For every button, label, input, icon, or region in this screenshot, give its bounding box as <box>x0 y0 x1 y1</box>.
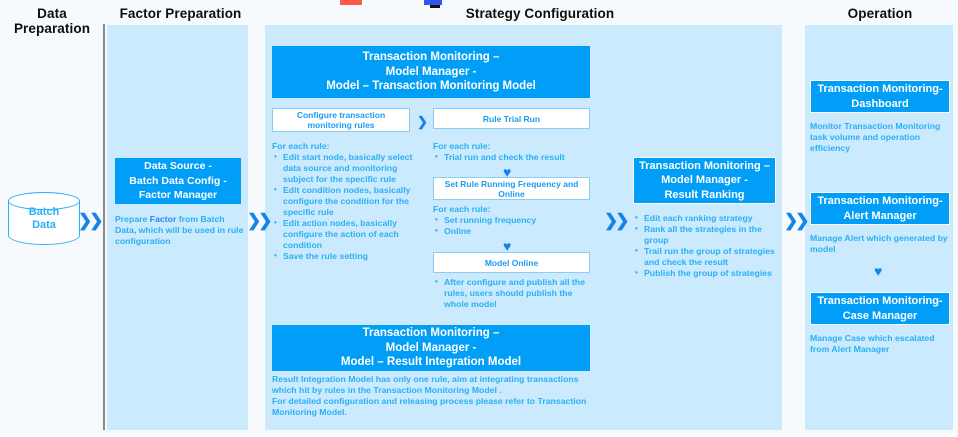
strategy-right-list-1: For each rule: Trial run and check the r… <box>433 141 593 163</box>
column-heading-data-preparation: Data Preparation <box>13 6 91 36</box>
list-item: Edit condition nodes, basically configur… <box>272 184 414 218</box>
list-item: Edit action nodes, basically configure t… <box>272 217 414 251</box>
factor-preparation-description: Prepare Factor from Batch Data, which wi… <box>115 214 245 247</box>
result-ranking-header[interactable]: Transaction Monitoring – Model Manager -… <box>633 157 776 204</box>
arrow-configure-to-trial-icon: ❯ <box>417 114 428 129</box>
list-item: After configure and publish all the rule… <box>433 276 593 310</box>
title-fragment-dark <box>430 5 440 8</box>
step-configure-transaction-monitoring-rules[interactable]: Configure transaction monitoring rules <box>272 108 410 132</box>
cylinder-label: Batch Data <box>28 206 60 231</box>
strategy-left-list-items: Edit start node, basically select data s… <box>272 151 414 262</box>
title-fragment-red <box>340 0 362 5</box>
step-rule-trial-run[interactable]: Rule Trial Run <box>433 108 590 129</box>
strategy-right-list-3: After configure and publish all the rule… <box>433 276 593 310</box>
step-set-rule-running-frequency-and-online[interactable]: Set Rule Running Frequency and Online <box>433 177 590 200</box>
factor-desc-part2: from Batch Data, which will be used in r… <box>115 214 244 246</box>
arrow-down-alert-to-case-icon: ♥ <box>874 263 883 279</box>
strategy-right-list-2-items: Set running frequency Online <box>433 214 593 237</box>
arrow-model-to-ranking-icon: ❯❯ <box>604 211 629 230</box>
list-item: Set running frequency <box>433 214 593 226</box>
list-item: Trial run and check the result <box>433 151 593 163</box>
result-ranking-list-items: Edit each ranking strategy Rank all the … <box>633 212 779 279</box>
list-item: Save the rule setting <box>272 250 414 262</box>
title-fragment-blue <box>424 0 442 5</box>
list-item: Trail run the group of strategies and ch… <box>633 245 779 268</box>
cylinder-body <box>8 201 80 245</box>
arrow-strategy-to-operation-icon: ❯❯ <box>784 211 809 230</box>
divider-left <box>103 24 105 430</box>
result-ranking-list: Edit each ranking strategy Rank all the … <box>633 212 779 279</box>
list-item: Edit each ranking strategy <box>633 212 779 224</box>
list-item: Publish the group of strategies <box>633 267 779 279</box>
strategy-left-list: For each rule: Edit start node, basicall… <box>272 141 414 262</box>
batch-data-cylinder: Batch Data <box>8 192 80 248</box>
cylinder-top <box>8 192 80 210</box>
case-manager-description: Manage Case which escalated from Alert M… <box>810 333 935 354</box>
result-integration-model-description: Result Integration Model has only one ru… <box>272 374 587 417</box>
bottom-bar <box>0 433 958 437</box>
strategy-right-list-2: For each rule: Set running frequency Onl… <box>433 204 593 237</box>
alert-manager-description: Manage Alert which generated by model <box>810 233 948 254</box>
list-item: Rank all the strategies in the group <box>633 223 779 246</box>
list-item: Online <box>433 225 593 237</box>
factor-desc-part1: Prepare <box>115 214 150 224</box>
factor-desc-highlight: Factor <box>149 214 177 224</box>
column-heading-factor-preparation: Factor Preparation <box>119 6 242 21</box>
strategy-right-list-1-items: Trial run and check the result <box>433 151 593 163</box>
column-heading-strategy-configuration: Strategy Configuration <box>465 6 615 21</box>
strategy-right-list-3-items: After configure and publish all the rule… <box>433 276 593 310</box>
panel-factor-preparation <box>107 25 248 430</box>
case-manager-header[interactable]: Transaction Monitoring- Case Manager <box>810 292 950 325</box>
arrow-down-trial-to-frequency-icon: ♥ <box>503 164 512 180</box>
dashboard-header[interactable]: Transaction Monitoring- Dashboard <box>810 80 950 113</box>
arrow-factor-to-strategy-icon: ❯❯ <box>247 211 272 230</box>
strategy-right-list-2-title: For each rule: <box>433 204 491 214</box>
strategy-right-list-1-title: For each rule: <box>433 141 491 151</box>
result-integration-model-header[interactable]: Transaction Monitoring – Model Manager -… <box>272 325 590 371</box>
step-model-online[interactable]: Model Online <box>433 252 590 273</box>
arrow-down-frequency-to-model-online-icon: ♥ <box>503 238 512 254</box>
dashboard-description: Monitor Transaction Monitoring task volu… <box>810 121 941 153</box>
strategy-left-list-title: For each rule: <box>272 141 330 151</box>
column-heading-operation: Operation <box>847 6 913 21</box>
factor-manager-header[interactable]: Data Source - Batch Data Config - Factor… <box>115 158 241 204</box>
list-item: Edit start node, basically select data s… <box>272 151 414 185</box>
arrow-batch-to-factor-icon: ❯❯ <box>78 211 103 230</box>
alert-manager-header[interactable]: Transaction Monitoring- Alert Manager <box>810 192 950 225</box>
transaction-monitoring-model-header[interactable]: Transaction Monitoring – Model Manager -… <box>272 46 590 98</box>
